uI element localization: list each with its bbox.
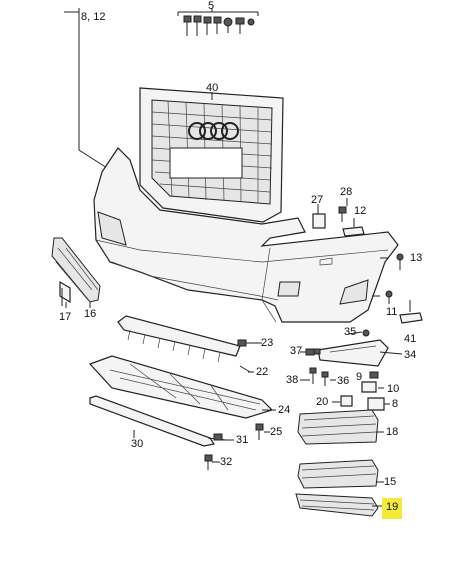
callout-19-highlighted: 19	[382, 498, 403, 519]
bracket-34	[317, 339, 389, 367]
callout-bracket-8-12	[64, 8, 119, 176]
cover-12	[342, 226, 365, 237]
callout-5: 5	[208, 0, 215, 12]
screw-36	[321, 371, 329, 386]
screw-35	[362, 329, 370, 337]
callout-11: 11	[386, 306, 398, 318]
callout-8: 8	[392, 398, 399, 410]
clip-13	[396, 253, 404, 270]
callout-30: 30	[131, 438, 144, 450]
callout-31: 31	[236, 434, 249, 446]
callout-18: 18	[386, 426, 399, 438]
callout-40: 40	[206, 82, 219, 94]
callout-12: 12	[354, 205, 367, 217]
cover-41	[399, 312, 423, 324]
screw-38	[309, 367, 317, 384]
clip-31	[213, 433, 223, 441]
callout-22: 22	[256, 366, 269, 378]
screw-32	[204, 454, 213, 470]
cover-10	[361, 381, 377, 393]
grille-15	[297, 459, 379, 489]
clip-9	[369, 371, 379, 379]
strip-23	[117, 315, 256, 363]
screws-row	[183, 15, 255, 36]
callout-10: 10	[387, 383, 400, 395]
cover-8	[367, 397, 385, 411]
callout-38: 38	[286, 374, 299, 386]
callout-16: 16	[84, 308, 97, 320]
callout-bracket-5	[177, 8, 259, 16]
grille-18	[297, 409, 379, 445]
callout-23: 23	[261, 337, 274, 349]
clip-11	[385, 290, 393, 304]
callout-9: 9	[356, 371, 363, 383]
callout-8-12: 8, 12	[81, 11, 106, 23]
callout-34: 34	[404, 349, 417, 361]
callout-17: 17	[59, 311, 72, 323]
callout-35: 35	[344, 326, 357, 338]
screw-25	[255, 423, 264, 440]
callout-24: 24	[278, 404, 291, 416]
leader-lines	[61, 257, 403, 507]
bracket-27	[312, 213, 326, 229]
callout-37: 37	[290, 345, 303, 357]
grille-40	[139, 87, 284, 223]
screw-28	[338, 206, 347, 222]
bumper-cover	[93, 147, 399, 323]
grille-19	[295, 493, 379, 517]
clip-37	[305, 348, 321, 356]
strip-30	[89, 395, 215, 447]
callout-41: 41	[404, 333, 417, 345]
callout-25: 25	[270, 426, 283, 438]
block-20	[340, 395, 353, 407]
callout-20: 20	[316, 396, 329, 408]
callout-28: 28	[340, 186, 353, 198]
callout-15: 15	[384, 476, 397, 488]
callout-13: 13	[410, 252, 423, 264]
callout-36: 36	[337, 375, 350, 387]
callout-27: 27	[311, 194, 324, 206]
callout-32: 32	[220, 456, 233, 468]
